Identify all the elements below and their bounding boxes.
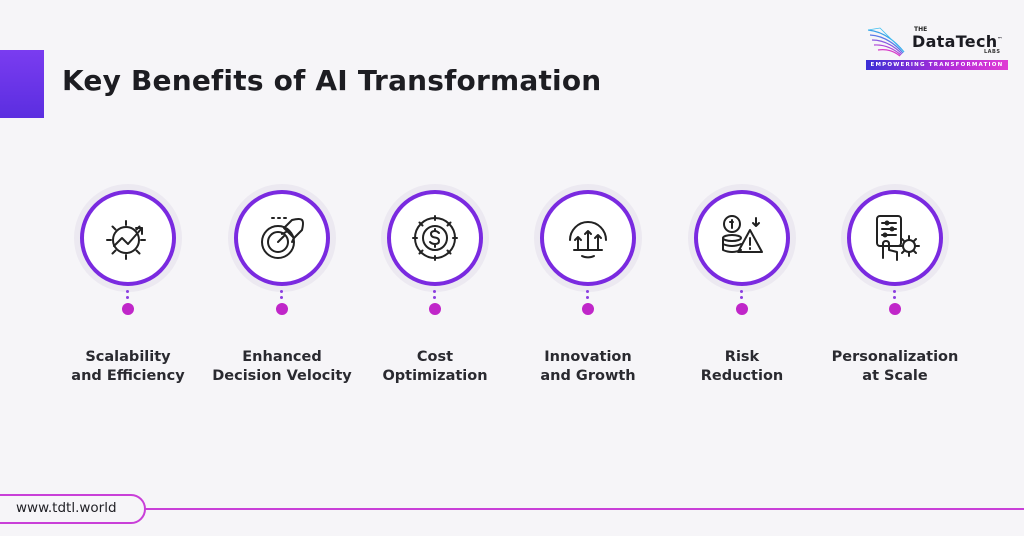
connector-bullet xyxy=(889,303,901,315)
benefit-label-line2: Reduction xyxy=(700,368,784,384)
logo-labs: LABS xyxy=(984,49,1001,55)
connector-bullet xyxy=(122,303,134,315)
connector-dots xyxy=(280,290,284,304)
benefit-label: Cost Optimization xyxy=(355,348,515,386)
gear-growth-icon xyxy=(106,220,146,260)
connector-bullet xyxy=(582,303,594,315)
footer-url-pill xyxy=(0,494,146,524)
connector-bullet xyxy=(736,303,748,315)
rocket-speedometer-icon xyxy=(261,217,304,259)
benefit-label-line1: Risk xyxy=(724,349,760,365)
benefit-label: Risk Reduction xyxy=(662,348,822,386)
benefit-decision-velocity: Enhanced Decision Velocity xyxy=(202,190,362,400)
benefit-personalization: Personalization at Scale xyxy=(815,190,975,400)
benefit-label-line1: Cost xyxy=(416,349,454,365)
benefit-label: Enhanced Decision Velocity xyxy=(202,348,362,386)
logo-trademark: ™ xyxy=(997,36,1003,43)
wing-logo-icon xyxy=(867,27,905,57)
footer-url-link[interactable]: www.tdtl.world xyxy=(16,500,117,516)
benefit-label: Innovation and Growth xyxy=(508,348,668,386)
benefit-label-line2: and Efficiency xyxy=(71,368,185,384)
benefit-label: Scalability and Efficiency xyxy=(48,348,208,386)
benefit-risk-reduction: Risk Reduction xyxy=(662,190,822,400)
logo-tagline: EMPOWERING TRANSFORMATION xyxy=(866,60,1008,70)
title-accent-bar xyxy=(0,50,44,118)
benefit-scalability: Scalability and Efficiency xyxy=(48,190,208,400)
benefit-icon-circle xyxy=(847,190,943,286)
benefit-label-line2: at Scale xyxy=(862,368,928,384)
connector-dots xyxy=(126,290,130,304)
page-title: Key Benefits of AI Transformation xyxy=(62,64,602,97)
benefit-label-line1: Innovation xyxy=(544,349,632,365)
connector-dots xyxy=(893,290,897,304)
connector-bullet xyxy=(276,303,288,315)
benefit-label-line2: Optimization xyxy=(382,368,488,384)
benefit-icon-circle xyxy=(540,190,636,286)
connector-dots xyxy=(433,290,437,304)
benefit-label-line1: Scalability xyxy=(85,349,171,365)
benefit-innovation-growth: Innovation and Growth xyxy=(508,190,668,400)
footer-divider xyxy=(140,508,1024,510)
benefit-icon-circle xyxy=(234,190,330,286)
benefit-label-line2: Decision Velocity xyxy=(212,368,352,384)
benefit-label-line2: and Growth xyxy=(540,368,636,384)
benefit-label-line1: Personalization xyxy=(831,349,959,365)
benefit-icon-circle xyxy=(694,190,790,286)
logo-name-text: DataTech xyxy=(912,32,998,51)
logo-name: DataTech™ xyxy=(912,32,1003,51)
benefit-icon-circle xyxy=(387,190,483,286)
benefit-icon-circle xyxy=(80,190,176,286)
connector-bullet xyxy=(429,303,441,315)
benefit-label: Personalization at Scale xyxy=(815,348,975,386)
benefit-label-line1: Enhanced xyxy=(242,349,322,365)
connector-dots xyxy=(586,290,590,304)
dollar-gear-icon xyxy=(412,215,458,261)
coins-warning-icon xyxy=(722,215,763,253)
company-logo: THE DataTech™ LABS EMPOWERING TRANSFORMA… xyxy=(866,26,1008,72)
settings-hand-icon xyxy=(876,215,920,261)
growth-arrows-icon xyxy=(569,221,607,259)
logo-the: THE xyxy=(914,26,928,33)
connector-dots xyxy=(740,290,744,304)
benefit-cost-optimization: Cost Optimization xyxy=(355,190,515,400)
